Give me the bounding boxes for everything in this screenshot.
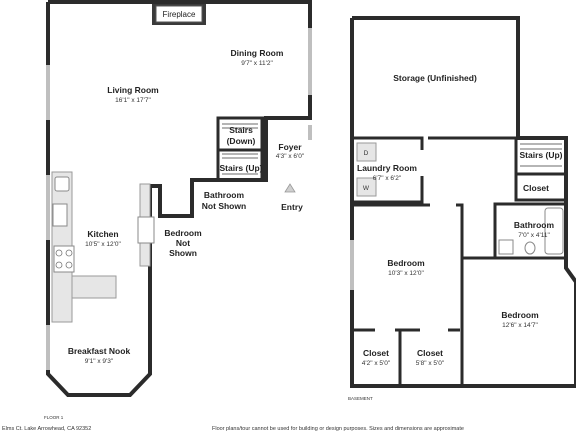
dryer-icon	[356, 142, 377, 162]
fridge-icon	[137, 216, 155, 244]
bathtub-icon	[544, 207, 564, 255]
disclaimer-text: Floor plans/tour cannot be used for buil…	[212, 426, 464, 432]
bedroom-right-name: Bedroom	[501, 310, 539, 320]
basement: D W Storage (Unfinished) Laundry Room 6'…	[348, 16, 576, 401]
laundry-dims: 6'7" x 6'2"	[373, 175, 402, 182]
bathroom-ns-line1: Bathroom	[204, 190, 245, 200]
dryer-letter: D	[364, 150, 369, 157]
stair-treads	[222, 123, 258, 175]
bedroom-left-dims: 10'3" x 12'0"	[388, 270, 424, 277]
basement-label: BASEMENT	[348, 396, 373, 401]
closet-b-name: Closet	[417, 348, 443, 358]
living-room-dims: 16'1" x 17'7"	[115, 97, 151, 104]
burner-icon	[55, 261, 63, 269]
laundry-name: Laundry Room	[357, 163, 417, 173]
closet-right-label: Closet	[523, 183, 549, 193]
foyer-name: Foyer	[278, 142, 302, 152]
floor1-label: FLOOR 1	[44, 415, 64, 420]
fireplace-label: Fireplace	[163, 10, 196, 19]
washer-letter: W	[363, 185, 370, 192]
bath-sink-icon	[498, 239, 514, 255]
bedroom-ns-line3: Shown	[169, 248, 197, 258]
bathroom-ns-line2: Not Shown	[202, 201, 246, 211]
kitchen-dims: 10'5" x 12'0"	[85, 241, 121, 248]
dining-room-name: Dining Room	[231, 48, 284, 58]
basement-outer-wall	[350, 16, 576, 388]
closet-a-name: Closet	[363, 348, 389, 358]
entry-arrow-icon	[284, 183, 296, 193]
burner-icon	[55, 249, 63, 257]
dining-room-dims: 9'7" x 11'2"	[241, 60, 273, 67]
bedroom-left-walls	[352, 203, 464, 386]
bedroom-ns-line2: Not	[176, 238, 190, 248]
breakfast-nook-dims: 9'1" x 9'3"	[85, 358, 114, 365]
breakfast-nook-name: Breakfast Nook	[68, 346, 131, 356]
kitchen-island	[71, 275, 117, 299]
bedroom-ns-line1: Bedroom	[164, 228, 202, 238]
stairs-down-line2: (Down)	[227, 136, 256, 146]
foyer-dims: 4'3" x 6'0"	[276, 153, 305, 160]
burner-icon	[65, 249, 73, 257]
stairs-down-line1: Stairs	[229, 125, 253, 135]
entry-label: Entry	[281, 202, 303, 212]
washer-icon	[356, 177, 377, 197]
kitchen-sink-icon	[52, 203, 68, 227]
basement-stairs-label: Stairs (Up)	[520, 150, 563, 160]
fireplace-box	[155, 5, 203, 23]
burner-icon	[65, 261, 73, 269]
toilet-icon	[524, 241, 536, 255]
living-room-name: Living Room	[107, 85, 159, 95]
bathroom-name: Bathroom	[514, 220, 555, 230]
stairs-up-label: Stairs (Up)	[220, 163, 263, 173]
closet-right-walls	[514, 172, 568, 202]
bedroom-left-name: Bedroom	[387, 258, 425, 268]
bathroom-dims: 7'0" x 4'11"	[518, 232, 550, 239]
closet-b-dims: 5'8" x 5'0"	[416, 360, 445, 367]
storage-label: Storage (Unfinished)	[393, 73, 477, 83]
kitchen-name: Kitchen	[87, 229, 118, 239]
stove-icon	[53, 245, 75, 273]
faucet-icon	[54, 176, 70, 192]
address-text: Elms Ct. Lake Arrowhead, CA 92352	[2, 426, 91, 432]
closet-a-dims: 4'2" x 5'0"	[362, 360, 391, 367]
floor-1: Fireplace Dining Roo	[44, 0, 312, 420]
bedroom-right-dims: 12'6" x 14'7"	[502, 322, 538, 329]
